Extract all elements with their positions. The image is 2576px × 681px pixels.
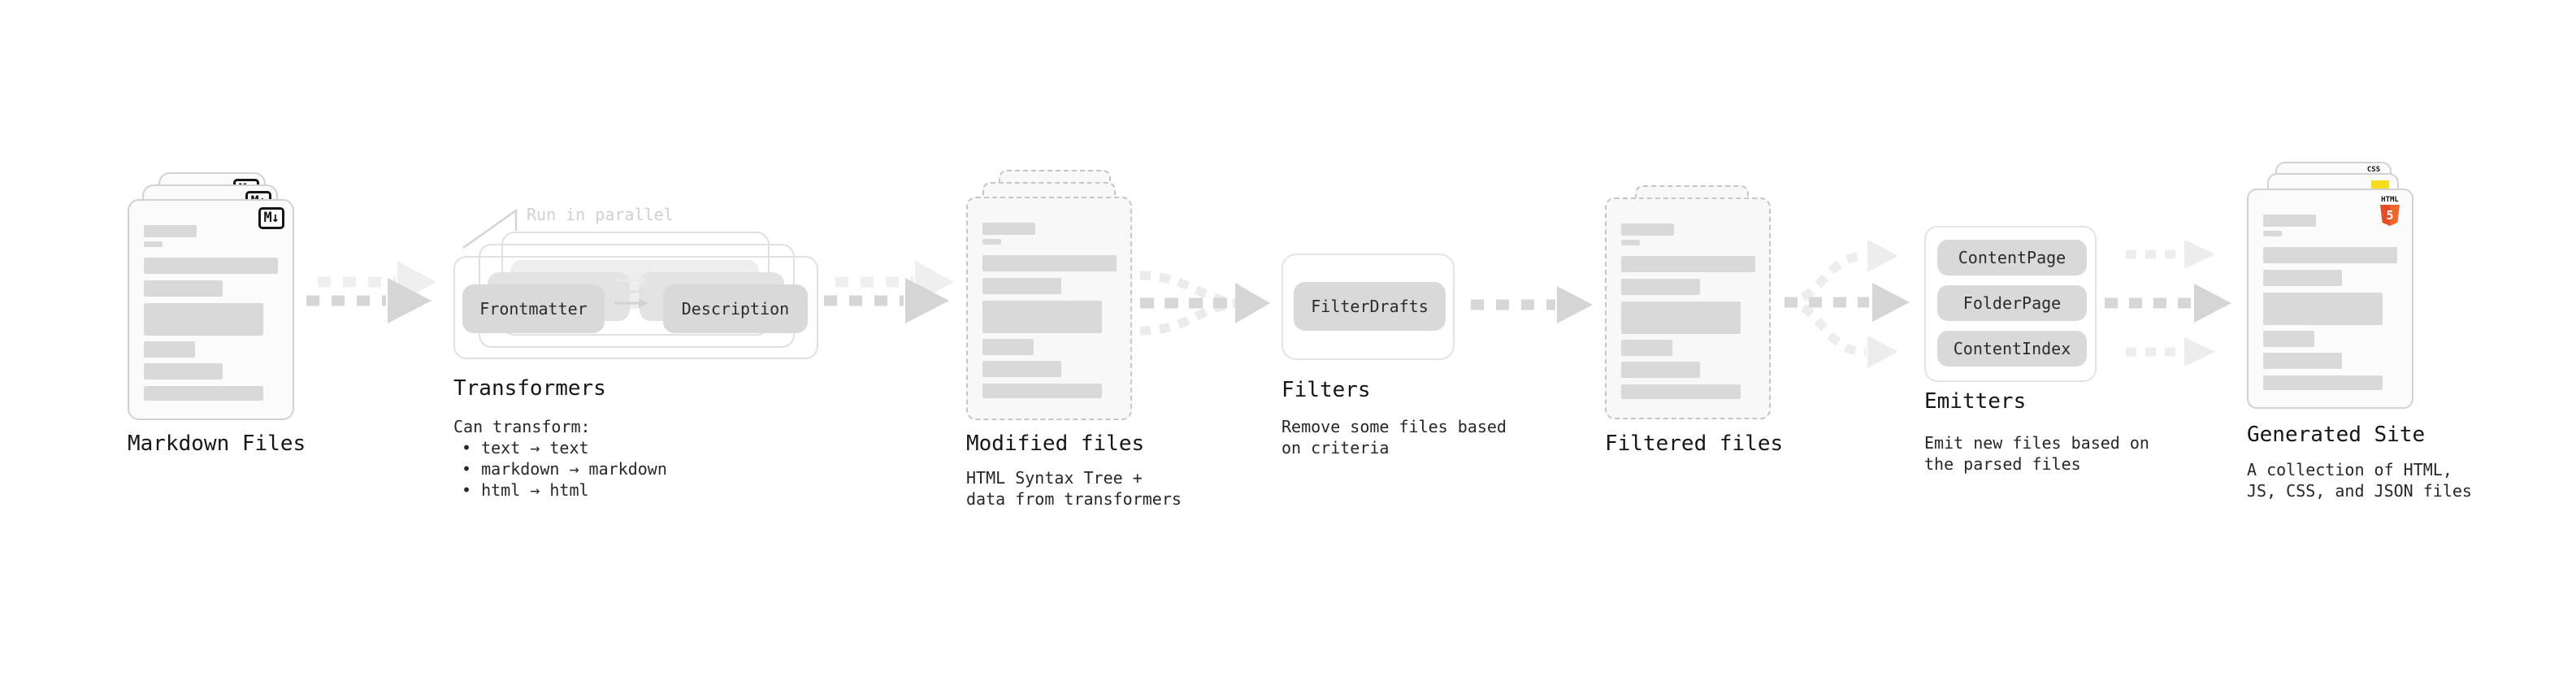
run-in-parallel-annotation: Run in parallel xyxy=(527,205,674,224)
filtered-file-card-front xyxy=(1605,197,1771,419)
javascript-icon xyxy=(2371,180,2389,189)
caption-line: data from transformers xyxy=(966,489,1182,509)
html5-icon: HTML 5 xyxy=(2379,197,2400,226)
emitters-caption: Emit new files based on the parsed files xyxy=(1924,432,2149,475)
caption-line: the parsed files xyxy=(1924,454,2081,474)
transformers-caption: Can transform: • text → text • markdown … xyxy=(453,416,667,501)
emitters-box: ContentPage FolderPage ContentIndex xyxy=(1924,226,2097,382)
document-skeleton-lines xyxy=(1621,223,1755,399)
caption-line: • markdown → markdown xyxy=(462,459,667,479)
caption-line: JS, CSS, and JSON files xyxy=(2247,481,2472,501)
arrow-filters-to-filtered xyxy=(1471,286,1593,323)
filters-caption: Remove some files based on criteria xyxy=(1281,416,1507,458)
modified-file-card-front xyxy=(966,197,1132,420)
arrow-transformers-to-modified xyxy=(824,261,954,323)
stage-label-filtered-files: Filtered files xyxy=(1605,432,1784,456)
transformer-pill-description: Description xyxy=(663,284,808,333)
document-skeleton-lines xyxy=(2263,215,2397,390)
stage-label-filters: Filters xyxy=(1281,378,1371,402)
transformer-step-arrows xyxy=(614,275,648,308)
html5-number: 5 xyxy=(2386,207,2394,223)
html5-shield: 5 xyxy=(2380,205,2400,226)
stage-label-transformers: Transformers xyxy=(453,376,606,401)
caption-line: Can transform: xyxy=(453,417,591,436)
stage-label-emitters: Emitters xyxy=(1924,389,2027,414)
caption-line: • text → text xyxy=(462,438,589,458)
caption-line: • html → html xyxy=(462,480,589,500)
caption-line: HTML Syntax Tree + xyxy=(966,468,1143,488)
generated-file-card-front: HTML 5 xyxy=(2247,189,2413,409)
modified-caption: HTML Syntax Tree + data from transformer… xyxy=(966,467,1182,510)
generated-caption: A collection of HTML, JS, CSS, and JSON … xyxy=(2247,459,2472,501)
markdown-icon: M↓ xyxy=(258,207,284,229)
caption-line: A collection of HTML, xyxy=(2247,460,2452,479)
filter-pill-filterdrafts: FilterDrafts xyxy=(1294,282,1446,331)
caption-line: Emit new files based on xyxy=(1924,433,2149,453)
emitter-pill-contentpage: ContentPage xyxy=(1937,240,2087,275)
arrow-filtered-to-emitters-fanout xyxy=(1784,240,1910,368)
transformer-pill-frontmatter: Frontmatter xyxy=(462,284,605,333)
annotation-leader-line xyxy=(462,208,518,249)
document-skeleton-lines xyxy=(144,225,278,401)
markdown-file-card-front: M↓ xyxy=(128,199,294,420)
stage-label-markdown-files: Markdown Files xyxy=(128,432,306,456)
stage-label-generated-site: Generated Site xyxy=(2247,423,2426,447)
html5-badge-text: HTML xyxy=(2381,196,2399,204)
css-badge-text: CSS xyxy=(2366,166,2381,174)
emitter-pill-folderpage: FolderPage xyxy=(1937,285,2087,321)
arrow-markdown-to-transformers xyxy=(306,261,436,323)
arrow-emitters-to-generated xyxy=(2105,240,2231,367)
stage-label-modified-files: Modified files xyxy=(966,432,1145,456)
document-skeleton-lines xyxy=(982,223,1117,398)
filters-box: FilterDrafts xyxy=(1281,254,1455,360)
caption-line: Remove some files based xyxy=(1281,417,1507,436)
emitter-pill-contentindex: ContentIndex xyxy=(1937,331,2087,367)
transformer-card-front: Frontmatter Description xyxy=(453,256,818,359)
caption-line: on criteria xyxy=(1281,438,1390,458)
arrow-modified-to-filters-merge xyxy=(1139,271,1270,336)
